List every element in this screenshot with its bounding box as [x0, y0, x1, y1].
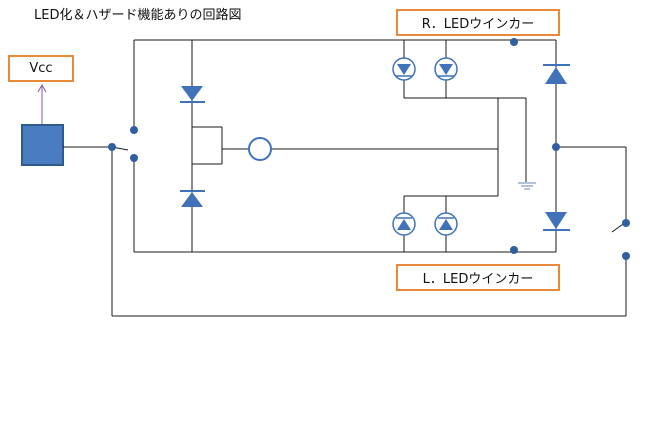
node-l-line: [510, 246, 518, 254]
diode-lower-left-icon: [180, 190, 205, 207]
node-hazard-bottom: [622, 252, 630, 260]
relay-icon: [248, 137, 272, 161]
node-switch-bottom: [130, 154, 138, 162]
diagram-title: LED化＆ハザード機能ありの回路図: [34, 8, 242, 23]
node-hazard-top: [622, 219, 630, 227]
diode-lower-right-icon: [543, 212, 570, 231]
node-source: [108, 143, 116, 151]
node-right-mid: [552, 143, 560, 151]
right-led-winker-label: R．LEDウインカー: [396, 9, 560, 36]
led-l2-icon: [434, 212, 458, 236]
diode-upper-right-icon: [543, 64, 570, 84]
led-r2-icon: [434, 57, 458, 81]
diode-upper-left-icon: [180, 86, 205, 103]
led-l1-icon: [392, 212, 416, 236]
vcc-label: Vcc: [8, 55, 74, 82]
junction-nodes: [108, 38, 630, 260]
wires: [63, 39, 627, 317]
node-r-line: [510, 38, 518, 46]
led-r1-icon: [392, 57, 416, 81]
left-led-winker-label: L．LEDウインカー: [396, 264, 560, 291]
vcc-arrow: [37, 83, 47, 125]
node-switch-top: [130, 126, 138, 134]
power-source-icon: [21, 124, 64, 166]
ground-icon: [518, 182, 536, 190]
